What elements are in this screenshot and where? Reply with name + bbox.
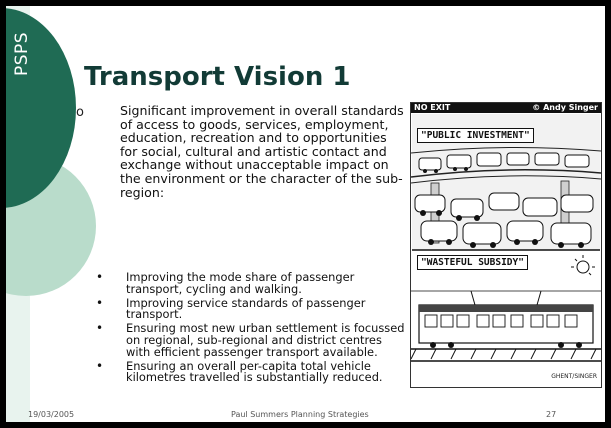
cartoon-header: NO EXIT © Andy Singer bbox=[411, 103, 601, 113]
sub-bullet-list: • Improving the mode share of passenger t… bbox=[94, 270, 406, 386]
sub-bullet-item: • Improving the mode share of passenger t… bbox=[94, 270, 406, 296]
footer-page-number: 27 bbox=[546, 410, 557, 419]
cartoon-signature: GHENT/SINGER bbox=[551, 373, 597, 380]
sub-bullet-text: Improving the mode share of passenger tr… bbox=[126, 270, 355, 296]
sub-bullet-text: Ensuring an overall per-capita total veh… bbox=[126, 358, 383, 385]
footer-center: Paul Summers Planning Strategies bbox=[231, 410, 369, 419]
slide: PSPS Transport Vision 1 o Significant im… bbox=[6, 6, 605, 422]
cartoon-header-right: © Andy Singer bbox=[532, 103, 598, 112]
sub-bullet-item: • Improving service standards of passenge… bbox=[94, 295, 406, 322]
cartoon-sign-bottom: "WASTEFUL SUBSIDY" bbox=[417, 255, 528, 270]
bullet-dot-icon: • bbox=[96, 321, 104, 336]
slide-title: Transport Vision 1 bbox=[84, 62, 351, 92]
cartoon-drawing bbox=[411, 114, 601, 362]
sub-bullet-item: • Ensuring most new urban settlement is f… bbox=[94, 321, 406, 359]
footer-date: 19/03/2005 bbox=[28, 410, 75, 419]
bullet-dot-icon: • bbox=[96, 295, 104, 310]
cartoon-image: NO EXIT © Andy Singer bbox=[410, 102, 602, 388]
sub-bullet-item: • Ensuring an overall per-capita total ve… bbox=[94, 358, 406, 385]
main-bullet-text: Significant improvement in overall stand… bbox=[120, 103, 404, 200]
vertical-label: PSPS bbox=[12, 31, 32, 76]
cartoon-sign-top: "PUBLIC INVESTMENT" bbox=[417, 128, 534, 143]
circle-bullet-icon: o bbox=[76, 105, 84, 120]
sub-bullet-text: Improving service standards of passenger… bbox=[126, 295, 366, 322]
main-bullet: o Significant improvement in overall sta… bbox=[76, 104, 406, 199]
cartoon-header-left: NO EXIT bbox=[414, 103, 451, 112]
bullet-dot-icon: • bbox=[96, 270, 104, 284]
sub-bullet-text: Ensuring most new urban settlement is fo… bbox=[126, 321, 405, 359]
bullet-dot-icon: • bbox=[96, 358, 104, 373]
